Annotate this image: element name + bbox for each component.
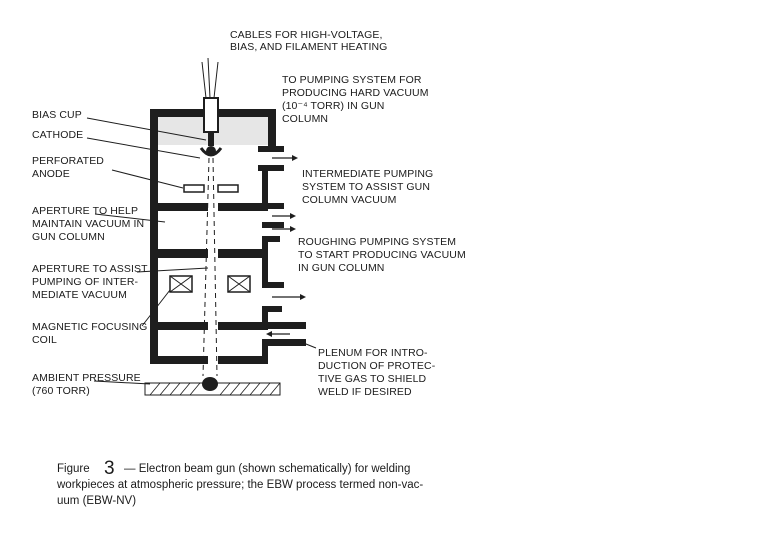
cathode-label: CATHODE xyxy=(32,129,83,141)
roughing-pumping-label: ROUGHING PUMPING SYSTEM TO START PRODUCI… xyxy=(298,236,469,274)
weld-spot xyxy=(202,377,218,391)
intermediate-pumping-label: INTERMEDIATE PUMPING SYSTEM TO ASSIST GU… xyxy=(302,168,436,206)
perforated-anode xyxy=(183,184,239,193)
caption-line-2: workpieces at atmospheric pressure; the … xyxy=(56,479,423,491)
magnetic-focusing-coil xyxy=(169,275,251,293)
aperture-help-label: APERTURE TO HELP MAINTAIN VACUUM IN GUN … xyxy=(32,205,147,243)
electron-beam xyxy=(202,157,218,377)
ambient-pressure-label: AMBIENT PRESSURE (760 TORR) xyxy=(32,372,144,397)
cables-label: CABLES FOR HIGH-VOLTAGE, BIAS, AND FILAM… xyxy=(230,29,387,53)
aperture-assist-label: APERTURE TO ASSIST PUMPING OF INTER- MED… xyxy=(32,263,150,301)
caption-line-1: — Electron beam gun (shown schematically… xyxy=(124,463,410,475)
caption-line-3: uum (EBW-NV) xyxy=(57,495,136,507)
bias-cup-label: BIAS CUP xyxy=(32,109,82,121)
leader-lines xyxy=(86,117,317,385)
gun-column-body xyxy=(150,109,306,364)
caption-prefix: Figure xyxy=(57,463,90,475)
hard-vacuum-label: TO PUMPING SYSTEM FOR PRODUCING HARD VAC… xyxy=(282,74,432,125)
pumping-arrows xyxy=(266,155,306,337)
figure-number: 3 xyxy=(104,458,115,479)
cable-bundle xyxy=(201,57,219,133)
cathode-bias-cup xyxy=(199,132,223,157)
anode-label: PERFORATED ANODE xyxy=(32,155,107,180)
figure-caption: Figure 3 — Electron beam gun (shown sche… xyxy=(56,458,423,507)
workpiece xyxy=(144,377,281,396)
plenum-label: PLENUM FOR INTRO- DUCTION OF PROTEC- TIV… xyxy=(318,347,438,398)
magnetic-coil-label: MAGNETIC FOCUSING COIL xyxy=(32,321,150,346)
